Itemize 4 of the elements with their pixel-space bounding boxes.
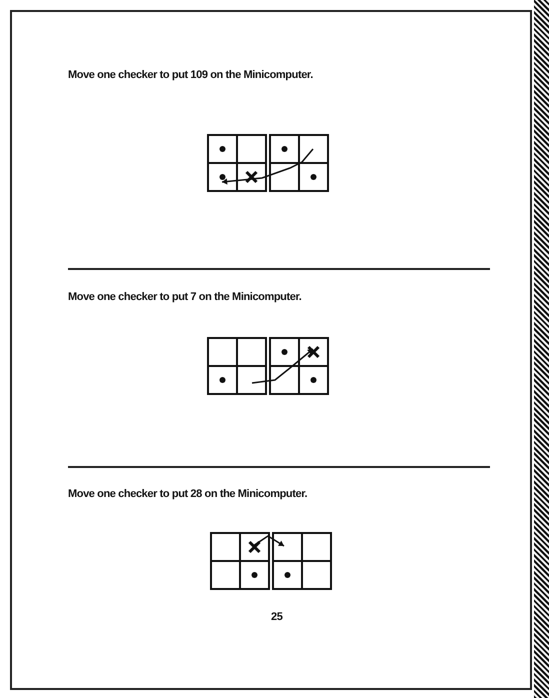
instruction-text: Move one checker to put 28 on the Minicomputer. bbox=[68, 488, 308, 500]
instruction-text: Move one checker to put 7 on the Minicomputer. bbox=[68, 291, 302, 303]
instruction-text: Move one checker to put 109 on the Minicomputer. bbox=[68, 69, 313, 81]
page-number: 25 bbox=[271, 611, 282, 623]
